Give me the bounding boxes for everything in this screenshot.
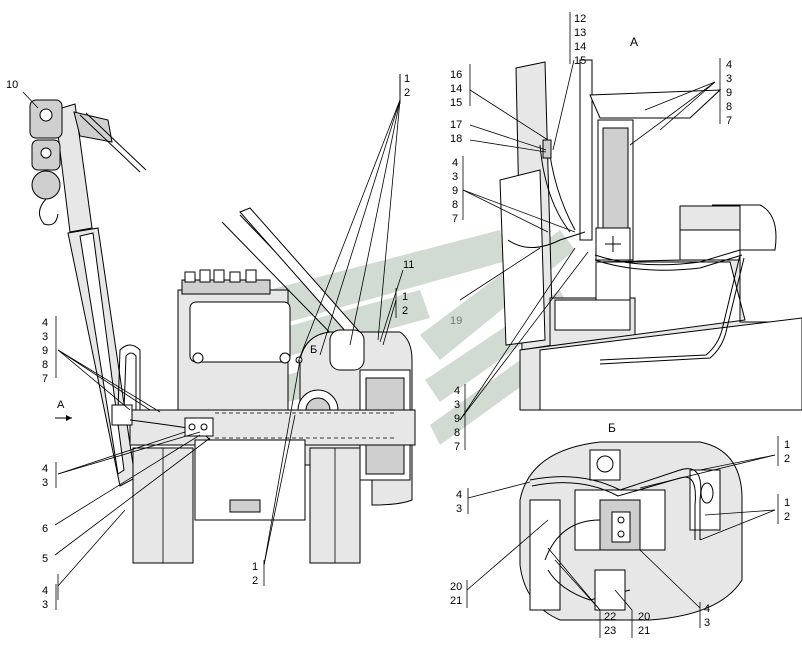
callout-21a: 21 <box>450 595 462 607</box>
callout-4-b3: 4 <box>704 603 710 615</box>
callout-2-b1: 2 <box>784 453 790 465</box>
leader-lines <box>22 59 776 611</box>
callout-1-mid: 1 <box>402 291 408 303</box>
boom-head <box>73 111 147 173</box>
engine-top <box>184 269 257 283</box>
callout-3-bottom: 3 <box>42 599 48 611</box>
callout-14b: 14 <box>450 83 462 95</box>
callout-4-tr: 4 <box>726 59 732 71</box>
callout-8-a1: 8 <box>452 199 458 211</box>
callout-3-a2: 3 <box>454 399 460 411</box>
callout-labels: 10 1 2 11 1 2 4 3 9 8 7 4 3 6 5 4 3 1 2 <box>6 12 790 638</box>
callout-16: 16 <box>450 69 462 81</box>
view-b-title: Б <box>608 421 616 435</box>
callout-8-a2: 8 <box>454 427 460 439</box>
callout-13: 13 <box>574 27 586 39</box>
callout-12: 12 <box>574 13 586 25</box>
callout-22: 22 <box>604 611 616 623</box>
callout-11: 11 <box>403 259 414 271</box>
callout-3-left: 3 <box>42 331 48 343</box>
callout-4-a2: 4 <box>454 385 460 397</box>
hook-block <box>29 99 63 226</box>
callout-15a: 15 <box>574 55 586 67</box>
view-a: А <box>499 35 802 411</box>
callout-7-tr: 7 <box>726 115 732 127</box>
callout-2-top: 2 <box>404 87 410 99</box>
callout-19: 19 <box>450 315 462 327</box>
callout-3-tr: 3 <box>726 73 732 85</box>
callout-9-tr: 9 <box>726 87 732 99</box>
callout-2-mid: 2 <box>402 305 408 317</box>
callout-20a: 20 <box>450 581 462 593</box>
arrow-a-label: А <box>57 399 65 411</box>
callout-23: 23 <box>604 625 616 637</box>
callout-9-left: 9 <box>42 345 48 357</box>
chassis <box>129 409 416 446</box>
callout-1-top: 1 <box>404 73 410 85</box>
callout-3-a1: 3 <box>452 171 458 183</box>
callout-1-b1: 1 <box>784 439 790 451</box>
view-b-marker: Б <box>310 344 317 356</box>
callout-7-a1: 7 <box>452 213 458 225</box>
callout-7-left: 7 <box>42 373 48 385</box>
callout-3-b: 3 <box>456 503 462 515</box>
callout-4-bottom: 4 <box>42 585 48 597</box>
callout-4-left2: 4 <box>42 463 48 475</box>
callout-4-left: 4 <box>42 317 48 329</box>
callout-1-bottom: 1 <box>252 561 258 573</box>
callout-1-b2: 1 <box>784 497 790 509</box>
callout-2-b2: 2 <box>784 511 790 523</box>
view-a-title: А <box>630 35 638 49</box>
callout-21b: 21 <box>638 625 650 637</box>
callout-4-b: 4 <box>456 489 462 501</box>
callout-10: 10 <box>6 79 18 91</box>
callout-3-b3: 3 <box>704 617 710 629</box>
callout-3-left2: 3 <box>42 477 48 489</box>
cabin-window <box>189 301 291 363</box>
callout-20b: 20 <box>638 611 650 623</box>
callout-9-a1: 9 <box>452 185 458 197</box>
view-b: Б <box>519 421 743 621</box>
callout-17: 17 <box>450 119 462 131</box>
callout-2-bottom: 2 <box>252 575 258 587</box>
callout-6: 6 <box>42 523 48 535</box>
callout-8-tr: 8 <box>726 101 732 113</box>
callout-15b: 15 <box>450 97 462 109</box>
callout-18: 18 <box>450 133 462 145</box>
callout-7-a2: 7 <box>454 441 460 453</box>
callout-8-left: 8 <box>42 359 48 371</box>
callout-5: 5 <box>42 553 48 565</box>
crane-arm <box>54 103 93 233</box>
callout-4-a1: 4 <box>452 157 458 169</box>
callout-14a: 14 <box>574 41 586 53</box>
callout-9-a2: 9 <box>454 413 460 425</box>
main-view: Б А <box>29 99 416 564</box>
